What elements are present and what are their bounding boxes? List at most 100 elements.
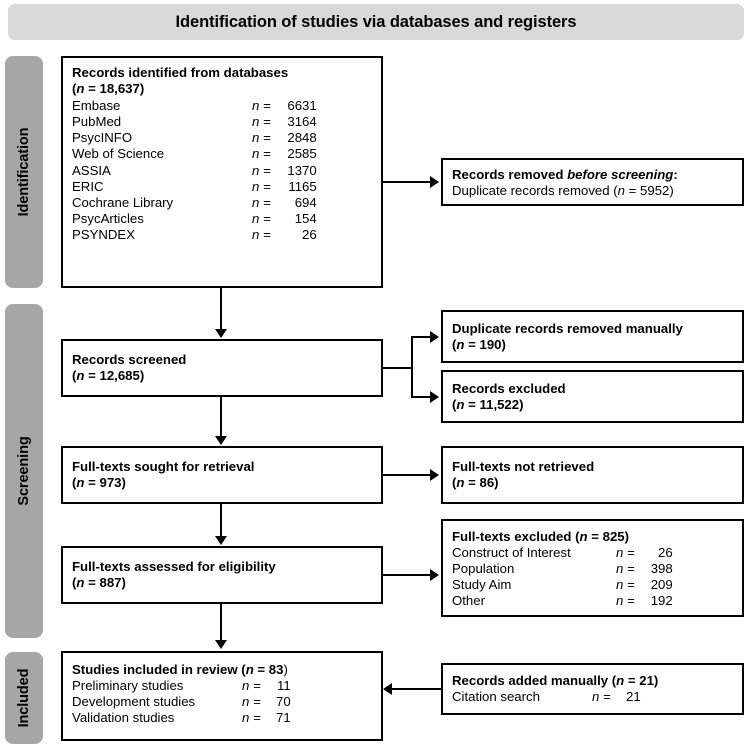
database-count: 154 [294, 210, 317, 226]
exclusion-reason-row: Construct of Interest n = 26 [452, 545, 734, 561]
database-n-eq: n = [252, 194, 271, 210]
records-added-row: Citation search n = 21 [452, 689, 734, 705]
fulltexts-not-retrieved-title: Full-texts not retrieved [452, 459, 595, 474]
included-study-n-eq: n = [242, 678, 261, 694]
stage-label-included: Included [5, 652, 43, 744]
database-name: PSYNDEX [72, 226, 136, 242]
connector-assessed-to-included [220, 604, 223, 642]
box-fulltexts-assessed-for-eligibility: Full-texts assessed for eligibility (n =… [61, 546, 383, 604]
stage-label-included-text: Included [16, 668, 32, 728]
database-row: PubMed n = 3164 [72, 114, 373, 130]
box-fulltexts-not-retrieved: Full-texts not retrieved (n = 86) [441, 446, 744, 504]
connector-screened-branch-stem [383, 367, 413, 370]
included-study-row: Preliminary studies n = 11 [72, 678, 373, 694]
records-screened-title: Records screened [72, 352, 187, 367]
duplicates-manual-title: Duplicate records removed manually [452, 321, 683, 336]
arrow-screened-to-excluded [430, 391, 439, 403]
database-n-eq: n = [252, 114, 271, 130]
database-row: Cochrane Library n = 694 [72, 195, 373, 211]
database-count: 3164 [287, 114, 317, 130]
diagram-header-banner: Identification of studies via databases … [8, 4, 744, 40]
database-n-eq: n = [252, 130, 271, 146]
fulltexts-excluded-title: Full-texts excluded (n = 825) [452, 529, 630, 544]
arrow-sought-to-assessed [215, 536, 227, 545]
database-n-eq: n = [252, 98, 271, 114]
records-excluded-title: Records excluded [452, 381, 566, 396]
fulltexts-sought-count: (n = 973) [72, 475, 126, 491]
database-n-eq: n = [252, 162, 271, 178]
included-study-count: 11 [277, 678, 291, 694]
exclusion-reason-row: Other n = 192 [452, 593, 734, 609]
included-study-label: Validation studies [72, 710, 175, 726]
database-n-eq: n = [252, 146, 271, 162]
records-added-n-eq: n = [592, 689, 611, 705]
included-study-n-eq: n = [242, 710, 261, 726]
database-name: Web of Science [72, 146, 165, 162]
studies-included-title: Studies included in review (n = 83) [72, 662, 288, 677]
arrow-screened-to-duplicates [430, 331, 439, 343]
arrow-identified-to-screened [215, 329, 227, 338]
exclusion-reason-count: 398 [650, 561, 673, 577]
database-row: PsycArticles n = 154 [72, 211, 373, 227]
database-row: Web of Science n = 2585 [72, 146, 373, 162]
box-records-added-manually: Records added manually (n = 21) Citation… [441, 663, 744, 715]
box-duplicate-records-removed-manually: Duplicate records removed manually (n = … [441, 310, 744, 363]
arrow-assessed-to-included [215, 640, 227, 649]
exclusion-reason-n-eq: n = [616, 593, 635, 609]
database-n-eq: n = [252, 226, 271, 242]
exclusion-reason-label: Population [452, 561, 515, 577]
records-removed-title: Records removed before screening: [452, 167, 678, 182]
fulltexts-sought-title: Full-texts sought for retrieval [72, 459, 255, 474]
fulltexts-assessed-title: Full-texts assessed for eligibility [72, 559, 276, 574]
included-study-label: Preliminary studies [72, 678, 184, 694]
included-study-n-eq: n = [242, 694, 261, 710]
database-name: ASSIA [72, 162, 111, 178]
included-study-row: Development studies n = 70 [72, 694, 373, 710]
connector-sought-to-assessed [220, 504, 223, 538]
database-n-eq: n = [252, 210, 271, 226]
stage-label-screening-text: Screening [16, 436, 32, 506]
database-row: PsycINFO n = 2848 [72, 130, 373, 146]
connector-screened-to-excluded [411, 396, 432, 399]
records-identified-title: Records identified from databases [72, 65, 289, 80]
records-identified-total: (n = 18,637) [72, 81, 145, 97]
database-name: Cochrane Library [72, 194, 174, 210]
database-row: PSYNDEX n = 26 [72, 227, 373, 243]
arrow-added-manually-to-included [383, 683, 392, 695]
exclusion-reason-label: Other [452, 593, 485, 609]
exclusion-reason-label: Construct of Interest [452, 545, 571, 561]
database-row: ASSIA n = 1370 [72, 163, 373, 179]
exclusion-reason-row: Population n = 398 [452, 561, 734, 577]
exclusion-reason-row: Study Aim n = 209 [452, 577, 734, 593]
connector-sought-to-not-retrieved [383, 474, 431, 477]
connector-assessed-to-excluded [383, 574, 431, 577]
database-count: 1165 [288, 178, 317, 194]
included-study-label: Development studies [72, 694, 196, 710]
box-fulltexts-sought-for-retrieval: Full-texts sought for retrieval (n = 973… [61, 446, 383, 504]
exclusion-reason-n-eq: n = [616, 561, 635, 577]
stage-label-identification-text: Identification [16, 127, 32, 217]
database-n-eq: n = [252, 178, 271, 194]
exclusion-reason-count: 192 [650, 593, 673, 609]
records-added-label: Citation search [452, 689, 540, 705]
arrow-screened-to-sought [215, 436, 227, 445]
duplicate-records-removed-line: Duplicate records removed (n = 5952) [452, 183, 674, 199]
box-fulltexts-excluded: Full-texts excluded (n = 825) Construct … [441, 519, 744, 617]
fulltexts-assessed-count: (n = 887) [72, 575, 126, 591]
included-study-row: Validation studies n = 71 [72, 710, 373, 726]
stage-label-identification: Identification [5, 56, 43, 288]
records-screened-count: (n = 12,685) [72, 368, 145, 384]
database-count: 1370 [287, 162, 317, 178]
exclusion-reason-n-eq: n = [616, 545, 635, 561]
exclusion-reason-count: 209 [650, 577, 673, 593]
database-name: PubMed [72, 114, 122, 130]
records-added-count: 21 [626, 689, 641, 705]
exclusion-reason-n-eq: n = [616, 577, 635, 593]
database-name: Embase [72, 98, 121, 114]
database-count: 26 [302, 226, 317, 242]
database-count: 2848 [287, 130, 317, 146]
database-name: PsycArticles [72, 210, 144, 226]
database-name: ERIC [72, 178, 104, 194]
exclusion-reason-label: Study Aim [452, 577, 512, 593]
